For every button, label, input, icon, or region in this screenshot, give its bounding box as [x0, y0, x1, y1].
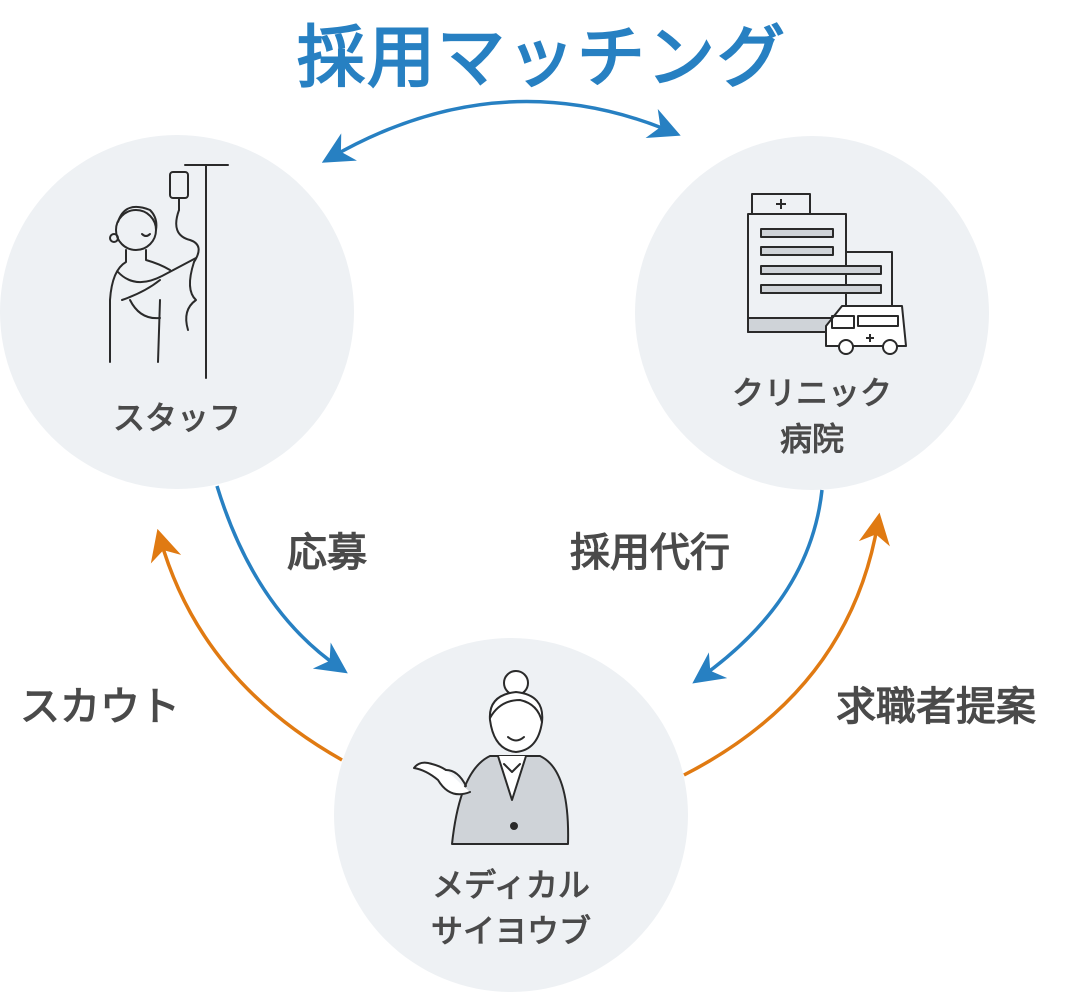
apply-arrow: [215, 485, 348, 674]
clinic-node-label-line2: 病院: [779, 420, 844, 458]
diagram-title: 採用マッチング: [296, 19, 787, 98]
staff-node-circle: [0, 135, 354, 489]
medical-node-label-line1: メディカル: [432, 866, 590, 904]
scout-label: スカウト: [20, 684, 180, 730]
clinic-node-label: クリニック 病院: [692, 370, 932, 462]
scout-arrow: [150, 528, 343, 762]
clinic-node-circle: [635, 136, 989, 490]
apply-label: 応募: [287, 530, 367, 576]
medical-node-label-line2: サイヨウブ: [430, 912, 591, 950]
medical-node-label: メディカル サイヨウブ: [391, 862, 631, 954]
recruit-agency-arrow: [692, 489, 824, 684]
nurse-iv-drip-icon: [109, 164, 229, 379]
staff-node-label: スタッフ: [112, 399, 241, 437]
job-proposal-label: 求職者提案: [836, 684, 1036, 730]
job-proposal-arrow: [683, 512, 890, 777]
matching-arrow: [321, 99, 681, 163]
clinic-node-label-line1: クリニック: [731, 374, 892, 412]
hospital-ambulance-icon: [747, 193, 907, 355]
recruit-agency-label: 採用代行: [570, 530, 730, 576]
businesswoman-icon: [413, 670, 570, 845]
